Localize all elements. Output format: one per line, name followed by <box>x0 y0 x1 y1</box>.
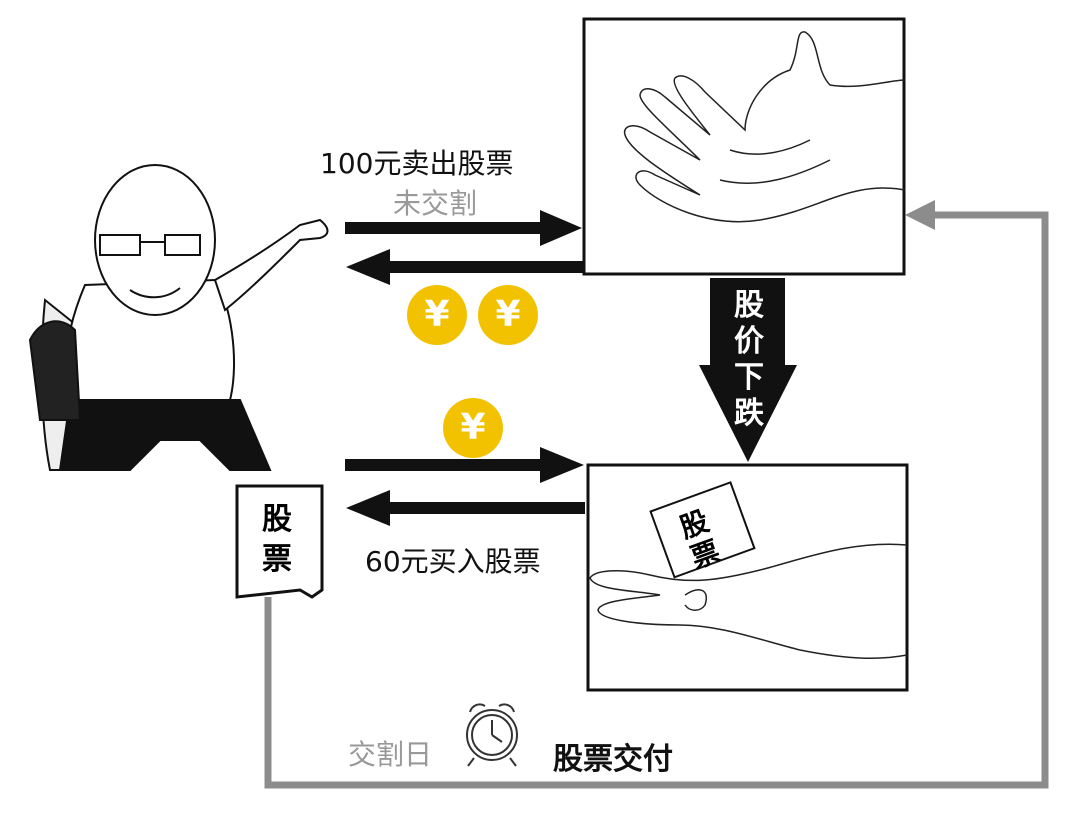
price-drop-char: 股 <box>734 288 764 323</box>
arrow-stock-left-head <box>346 490 390 526</box>
price-drop-char: 下 <box>734 360 764 395</box>
price-drop-arrow <box>699 278 797 462</box>
settlement-arrow-head <box>905 200 935 230</box>
settlement-loop-line <box>264 211 1049 789</box>
price-drop-char: 跌 <box>734 396 764 431</box>
stock-ticket-in-hand <box>649 481 756 579</box>
yuan-coin: ¥ <box>407 285 467 345</box>
price-drop-char: 价 <box>734 324 764 359</box>
buy-hand-panel <box>586 463 909 692</box>
receiving-hand-illustration <box>589 543 908 659</box>
price-drop-label: 股 价 下 跌 <box>724 288 774 432</box>
sell-label: 100元卖出股票 <box>320 147 514 180</box>
stock-delivery-label: 股票交付 <box>553 742 673 777</box>
arrow-sell-right-head <box>540 210 582 246</box>
ticket-char: 股 <box>262 502 292 537</box>
arrows <box>345 210 797 526</box>
buy-label: 60元买入股票 <box>365 545 541 578</box>
arrow-money-left <box>385 261 583 273</box>
arrow-money-right <box>345 459 545 471</box>
unsettled-label: 未交割 <box>393 187 478 220</box>
man-caricature <box>28 164 329 471</box>
arrow-stock-left <box>385 502 585 514</box>
yuan-coin: ¥ <box>478 285 538 345</box>
ticket-char: 票 <box>262 542 292 577</box>
stock-ticket <box>235 484 324 599</box>
sell-hand-panel <box>582 17 906 276</box>
yuan-coin: ¥ <box>443 398 503 458</box>
arrow-sell-right <box>345 222 545 234</box>
arrow-money-right-head <box>540 447 584 483</box>
arrow-money-left-head <box>346 249 390 285</box>
stock-ticket-label: 股 票 <box>242 500 312 580</box>
alarm-clock-icon <box>466 703 518 767</box>
open-hand-illustration <box>623 31 906 223</box>
settlement-day-label: 交割日 <box>348 738 433 771</box>
